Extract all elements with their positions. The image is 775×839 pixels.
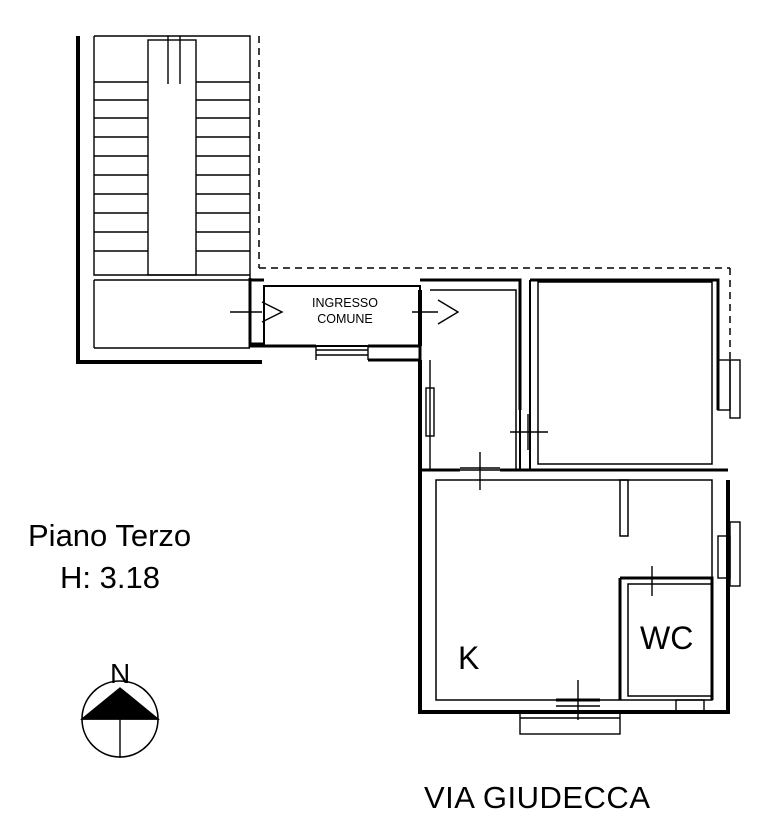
common-entrance-line1: INGRESSO xyxy=(312,296,378,310)
north-arrow-icon xyxy=(80,680,160,758)
floor-title: Piano Terzo xyxy=(28,518,192,553)
room-label-bathroom: WC xyxy=(640,620,694,656)
common-entrance xyxy=(230,278,460,362)
common-entrance-line2: COMUNE xyxy=(317,312,373,326)
room-label-common-entrance: INGRESSO COMUNE xyxy=(290,295,400,327)
room-label-kitchen: K xyxy=(458,640,480,676)
property-boundary xyxy=(258,36,731,360)
street-name: VIA GIUDECCA xyxy=(424,780,651,815)
floor-height: H: 3.18 xyxy=(60,560,160,595)
staircase xyxy=(76,35,262,364)
apartment-walls xyxy=(418,278,741,735)
north-label: N xyxy=(110,658,131,689)
